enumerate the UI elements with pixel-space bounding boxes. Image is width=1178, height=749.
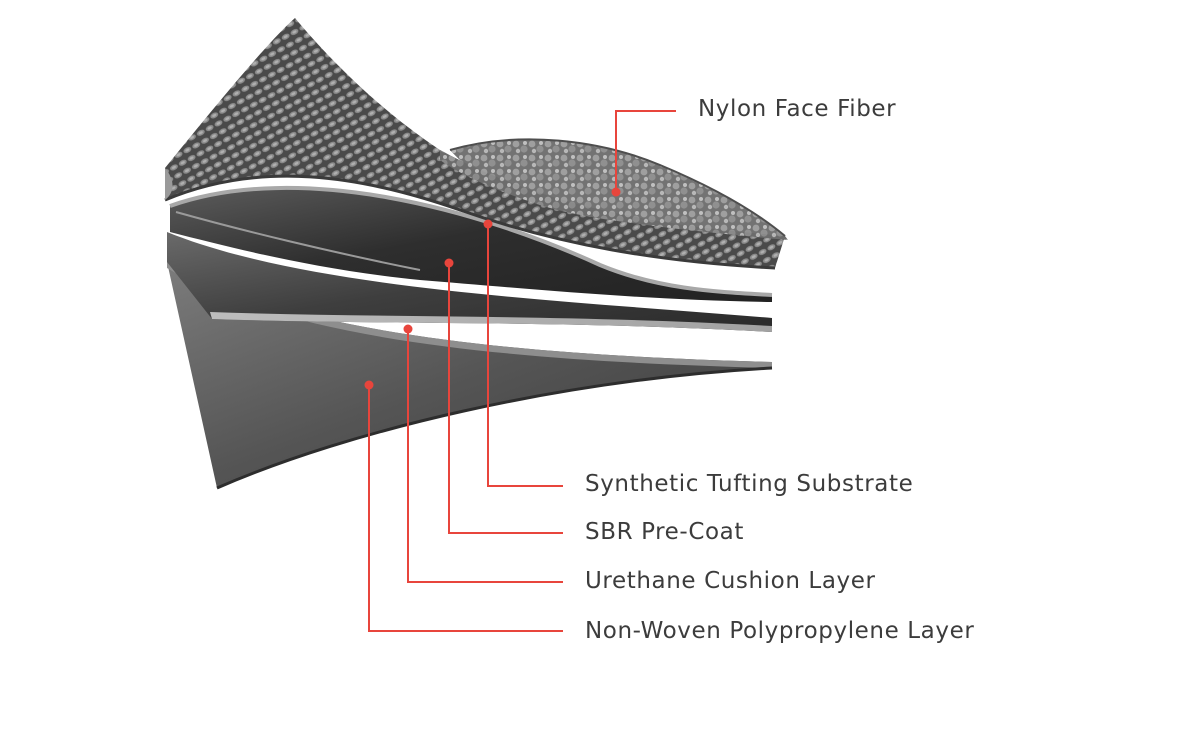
label-nylon-face-fiber: Nylon Face Fiber	[698, 96, 897, 122]
label-urethane-cushion-layer: Urethane Cushion Layer	[585, 568, 876, 594]
leader-urethane-cushion-layer	[407, 329, 563, 583]
leader-dots	[364, 187, 621, 390]
leader-non-woven-polypropylene-layer	[368, 385, 563, 632]
dot-urethane-cushion-layer	[403, 324, 413, 334]
layer-carpet-backing	[165, 18, 785, 268]
label-synthetic-tufting-substrate: Synthetic Tufting Substrate	[585, 471, 914, 497]
dot-non-woven-polypropylene-layer	[364, 380, 374, 390]
dot-sbr-pre-coat	[444, 258, 454, 268]
dot-synthetic-tufting-substrate	[483, 219, 493, 229]
dot-nylon-face-fiber	[611, 187, 621, 197]
leader-sbr-pre-coat	[448, 263, 563, 534]
label-non-woven-polypropylene-layer: Non-Woven Polypropylene Layer	[585, 618, 975, 644]
label-sbr-pre-coat: SBR Pre-Coat	[585, 519, 744, 545]
leader-lines	[368, 110, 676, 632]
layer-urethane-cushion	[167, 232, 772, 332]
leader-nylon-face-fiber	[615, 110, 676, 192]
leader-synthetic-tufting-substrate	[487, 224, 563, 487]
